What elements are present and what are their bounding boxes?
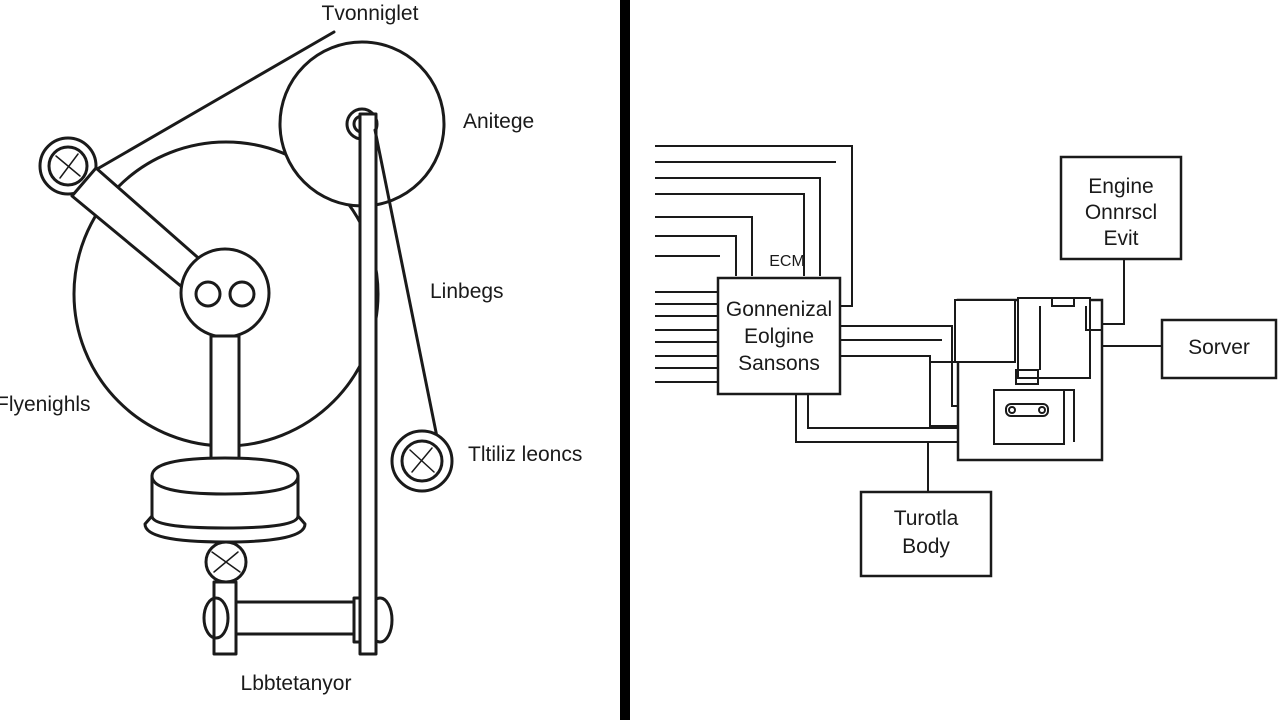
sensor-box (1160, 318, 1278, 380)
input-wire-4 (655, 193, 805, 276)
sensors-box (716, 276, 842, 396)
belt-line-top (90, 30, 336, 174)
input-wire-1 (655, 145, 853, 307)
ecu-box (1059, 155, 1183, 261)
center-divider (620, 0, 630, 720)
throttle-box-line-1: Turotla (894, 507, 959, 530)
sensors-box-line-1: Gonnenizal (726, 298, 832, 321)
horizontal-link-arm (234, 600, 358, 636)
lower-shaft (212, 580, 238, 656)
ecu-box-line-3: Evit (1103, 227, 1138, 250)
label-top: Tvonniglet (322, 2, 419, 25)
throttle-body-box (859, 490, 993, 578)
ecu-box-line-2: Onnrscl (1085, 201, 1157, 224)
vertical-linkage-rod (358, 112, 378, 656)
label-right-lower: Tltiliz leoncs (468, 443, 582, 466)
central-hub (179, 247, 271, 339)
mechanical-governor (38, 30, 454, 656)
label-bottom: Lbbtetanyor (241, 672, 352, 695)
input-wire-6 (655, 235, 737, 276)
throttle-box-line-2: Body (902, 535, 950, 558)
ecu-box-line-1: Engine (1088, 175, 1153, 198)
label-left: Flyenighls (0, 393, 91, 416)
electronic-control-schematic (655, 145, 1278, 578)
sensors-box-line-2: Eolgine (744, 325, 814, 348)
input-wire-5 (655, 216, 753, 276)
ecm-label: ECM (769, 253, 805, 270)
drum-base (143, 456, 307, 544)
sensors-box-line-3: Sansons (738, 352, 820, 375)
input-wire-3 (655, 177, 821, 276)
label-right-middle: Linbegs (430, 280, 504, 303)
diagonal-linkage (373, 128, 440, 444)
label-right-upper: Anitege (463, 110, 534, 133)
vertical-shaft (209, 334, 241, 462)
sensor-box-label: Sorver (1188, 336, 1250, 359)
